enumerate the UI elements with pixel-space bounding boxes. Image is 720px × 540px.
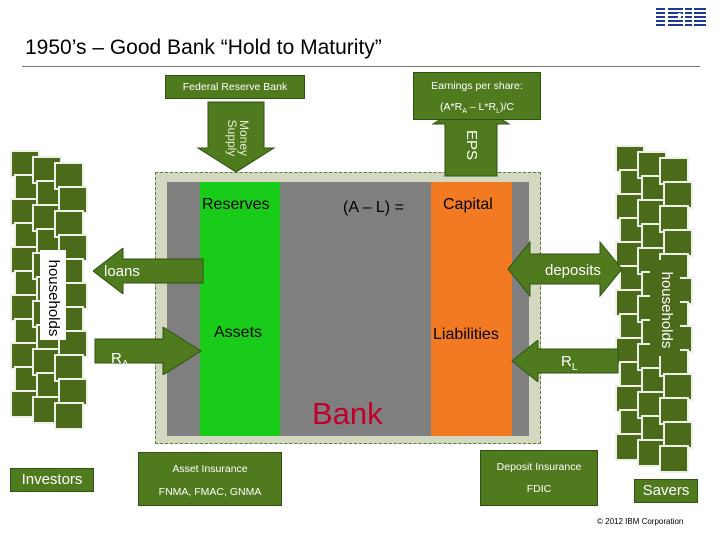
household-tile <box>663 373 693 401</box>
assets-label: Assets <box>214 324 263 341</box>
money-supply-arrow <box>196 101 276 173</box>
liabilities-column <box>431 182 512 436</box>
household-tile <box>54 402 84 430</box>
deposit-insurance-box: Deposit Insurance FDIC <box>480 450 598 506</box>
households-right-label: households <box>658 271 675 349</box>
households-right-bg <box>650 260 680 356</box>
rl-arrow <box>511 340 619 382</box>
household-tile <box>659 445 689 473</box>
household-tile <box>659 397 689 425</box>
household-tile <box>54 162 84 190</box>
deposits-arrow <box>507 240 623 298</box>
loans-arrow <box>93 248 204 294</box>
equation-label: (A – L) = <box>343 199 404 216</box>
ra-arrow <box>94 327 202 375</box>
deposits-label: deposits <box>545 262 601 279</box>
household-tile <box>659 205 689 233</box>
asset-insurance-label: Asset Insurance <box>172 463 248 475</box>
assets-column <box>200 182 280 436</box>
households-left-bg <box>40 250 66 340</box>
bank-label: Bank <box>312 396 383 431</box>
eps-label: EPS <box>463 129 480 160</box>
asset-insurance-agencies: FNMA, FMAC, GNMA <box>158 486 262 498</box>
investors-box: Investors <box>10 468 94 492</box>
eps-box-label: Earnings per share: <box>431 80 523 92</box>
ra-label: RA <box>111 350 129 370</box>
page-title: 1950’s – Good Bank “Hold to Maturity” <box>25 36 382 59</box>
households-left-label: households <box>45 259 62 337</box>
liabilities-label: Liabilities <box>433 326 499 343</box>
savers-box: Savers <box>634 479 698 503</box>
deposit-insurance-agency: FDIC <box>526 483 552 495</box>
money-supply-label: Money Supply <box>225 119 251 157</box>
ibm-logo <box>656 4 706 28</box>
federal-reserve-box: Federal Reserve Bank <box>165 75 305 99</box>
rl-label: RL <box>561 353 578 373</box>
asset-insurance-box: Asset Insurance FNMA, FMAC, GNMA <box>138 452 282 506</box>
loans-label: loans <box>104 263 140 280</box>
households-stack-left <box>10 150 102 440</box>
reserves-label: Reserves <box>202 196 270 213</box>
household-tile <box>663 421 693 449</box>
capital-label: Capital <box>443 196 493 213</box>
copyright: © 2012 IBM Corporation <box>597 517 684 526</box>
eps-formula: (A*RA – L*RL)/C <box>440 101 514 116</box>
earnings-per-share-box: Earnings per share: (A*RA – L*RL)/C <box>413 72 541 120</box>
title-divider <box>22 66 700 67</box>
household-tile <box>58 378 88 406</box>
deposit-insurance-label: Deposit Insurance <box>496 461 582 473</box>
